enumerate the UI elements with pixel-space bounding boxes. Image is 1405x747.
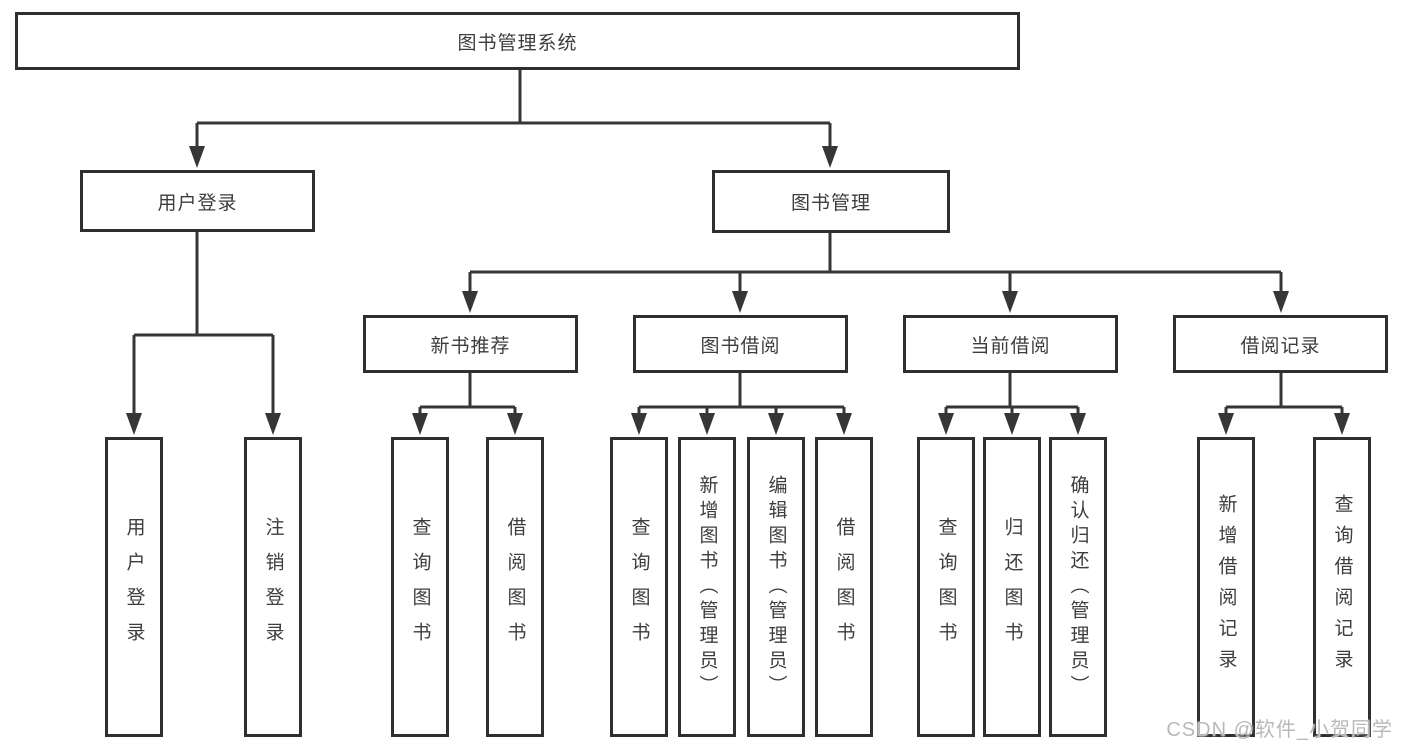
node-leaf-logout: 注销登录 (244, 437, 302, 737)
node-label: 借阅图书 (504, 517, 526, 657)
node-label: 查询图书 (935, 517, 957, 657)
node-label: 图书管理系统 (457, 32, 578, 54)
node-book-management: 图书管理 (712, 170, 950, 233)
node-label: 借阅图书 (833, 517, 855, 657)
node-label: 图书管理 (790, 193, 871, 214)
node-label: 编辑图书（管理员） (765, 474, 787, 700)
node-borrow-records: 借阅记录 (1173, 315, 1388, 373)
connector-bookborrow-to-children (631, 373, 852, 435)
connector-userlogin-to-children (126, 232, 281, 435)
node-leaf-query-borrow-record: 查询借阅记录 (1313, 437, 1371, 737)
node-label: 确认归还（管理员） (1067, 474, 1089, 700)
node-label: 用户登录 (157, 192, 238, 214)
node-label: 查询借阅记录 (1331, 494, 1353, 680)
node-new-book-recommend: 新书推荐 (363, 315, 578, 373)
node-leaf-user-login: 用户登录 (105, 437, 163, 737)
connector-bookmgmt-to-level3 (462, 233, 1289, 313)
node-label: 注销登录 (262, 517, 284, 657)
node-label: 新增图书（管理员） (696, 474, 718, 700)
node-label: 用户登录 (123, 517, 145, 657)
node-label: 当前借阅 (970, 335, 1051, 357)
node-book-borrow: 图书借阅 (633, 315, 848, 373)
node-leaf-borrow-books-2: 借阅图书 (815, 437, 873, 737)
connector-root-to-level2 (189, 70, 838, 168)
connector-borrowrecords-to-children (1218, 373, 1350, 435)
node-label: 新增借阅记录 (1215, 494, 1237, 680)
node-label: 图书借阅 (700, 335, 781, 357)
node-leaf-add-book-admin: 新增图书（管理员） (678, 437, 736, 737)
node-library-management-system: 图书管理系统 (15, 12, 1020, 70)
node-leaf-add-borrow-record: 新增借阅记录 (1197, 437, 1255, 737)
node-label: 查询图书 (628, 517, 650, 657)
node-label: 查询图书 (409, 517, 431, 657)
connector-currentborrow-to-children (938, 373, 1086, 435)
node-leaf-query-books-1: 查询图书 (391, 437, 449, 737)
node-user-login: 用户登录 (80, 170, 315, 232)
node-leaf-edit-book-admin: 编辑图书（管理员） (747, 437, 805, 737)
node-label: 归还图书 (1001, 517, 1023, 657)
node-leaf-borrow-books-1: 借阅图书 (486, 437, 544, 737)
node-leaf-query-books-3: 查询图书 (917, 437, 975, 737)
node-label: 新书推荐 (430, 335, 511, 357)
node-leaf-query-books-2: 查询图书 (610, 437, 668, 737)
node-current-borrow: 当前借阅 (903, 315, 1118, 373)
node-leaf-confirm-return-admin: 确认归还（管理员） (1049, 437, 1107, 737)
node-label: 借阅记录 (1240, 335, 1321, 357)
node-leaf-return-books: 归还图书 (983, 437, 1041, 737)
watermark: CSDN @软件_小贺同学 (1166, 719, 1393, 741)
connector-newbookrec-to-children (412, 373, 523, 435)
